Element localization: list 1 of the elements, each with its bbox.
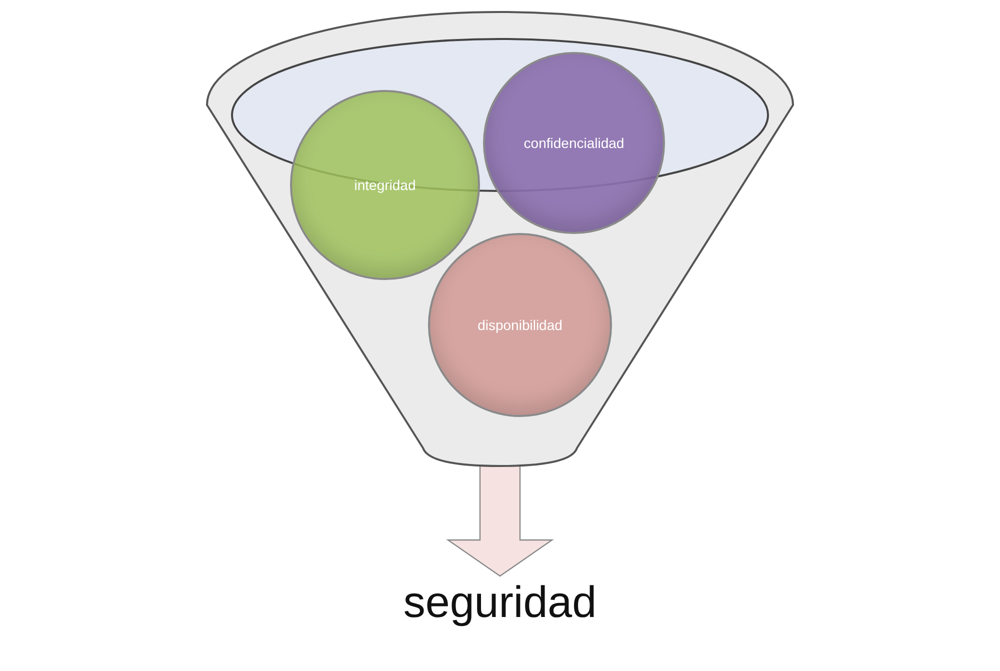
result-label: seguridad	[300, 578, 700, 638]
